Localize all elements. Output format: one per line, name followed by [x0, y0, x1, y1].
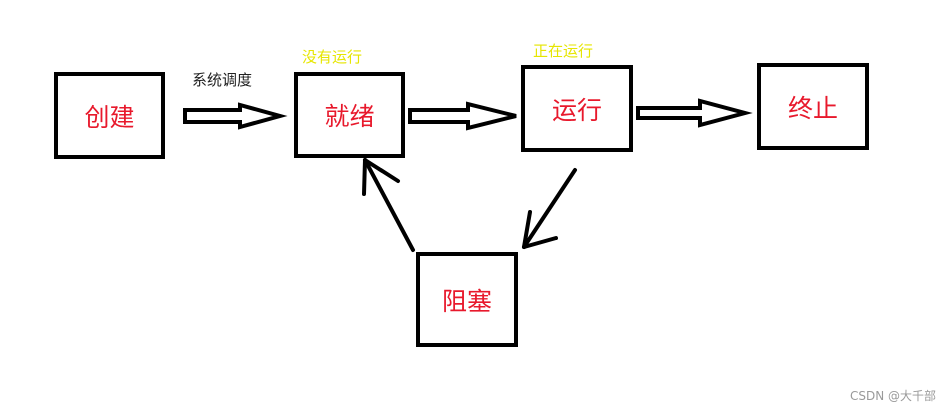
state-terminate-label: 终止 [787, 93, 838, 123]
state-blocked-label: 阻塞 [441, 286, 492, 316]
dispatch-note: 系统调度 [192, 71, 253, 89]
state-running-label: 运行 [551, 95, 602, 125]
state-running: 运行 [521, 65, 633, 152]
state-terminate: 终止 [757, 63, 869, 150]
state-ready: 就绪 [294, 72, 405, 158]
state-create-label: 创建 [84, 102, 135, 132]
running-note: 正在运行 [533, 42, 594, 60]
arrow-ready-to-running [408, 101, 517, 131]
state-create: 创建 [54, 72, 165, 159]
state-blocked: 阻塞 [416, 252, 518, 347]
arrow-running-to-blocked [522, 168, 577, 249]
arrow-blocked-to-ready [362, 158, 415, 252]
state-ready-label: 就绪 [324, 102, 375, 131]
arrow-create-to-ready [183, 102, 288, 130]
ready-note: 没有运行 [302, 48, 363, 66]
watermark: CSDN @大千部 [849, 389, 936, 403]
arrow-running-to-terminate [636, 98, 753, 128]
